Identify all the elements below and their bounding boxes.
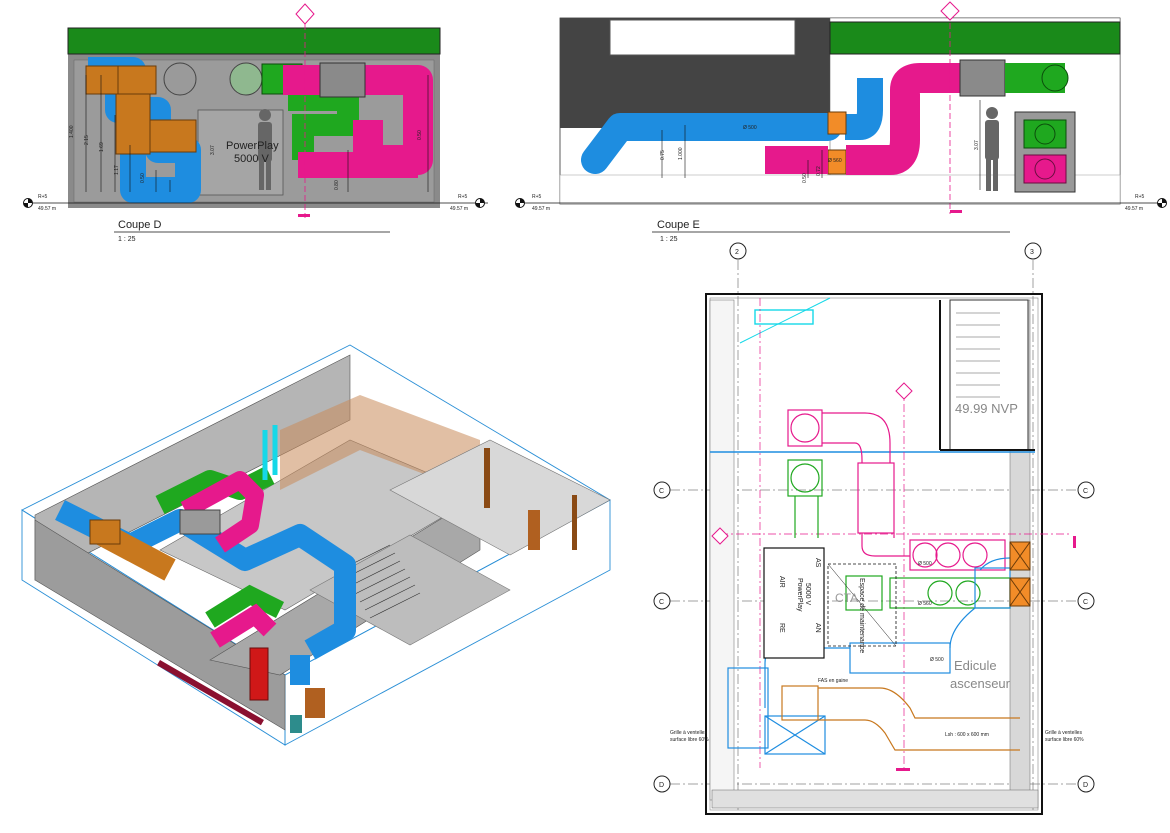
section-d-dim: 0.80 <box>334 180 340 190</box>
section-d-dim: 3.07 <box>210 145 216 155</box>
plan-cta-label: CTA <box>835 591 858 605</box>
svg-text:D: D <box>659 782 664 789</box>
plan-maintenance-label: Espace de maintenance <box>858 578 865 653</box>
plan-unit-as: AS <box>814 558 821 568</box>
plan-damper <box>1009 577 1031 607</box>
plan-grille-label: Grille à ventelles <box>670 730 707 736</box>
section-d-level-value: 49.57 m <box>38 206 56 212</box>
plan-grille-label: surface libre 60% <box>670 737 709 743</box>
plan-grille-label: surface libre 60% <box>1045 737 1084 743</box>
plan-rect-duct-label: Lsh : 600 x 600 mm <box>945 732 989 738</box>
plan-lift-label: ascenseur <box>950 676 1011 691</box>
section-d-silencer <box>319 62 366 98</box>
plan-duct-label: Ø 500 <box>918 561 932 567</box>
plan-cut-marker-icon <box>711 527 729 545</box>
section-e-level-value: 49.57 m <box>1125 206 1143 212</box>
section-d-unit-model: 5000 V <box>234 153 270 165</box>
svg-text:D: D <box>1083 782 1088 789</box>
plan-ahu-unit <box>763 547 825 659</box>
grid-bubble-c-left: C <box>653 592 671 610</box>
plan-unit-model: 5000 V <box>804 583 811 606</box>
plan-lift-label: Edicule <box>954 658 997 673</box>
section-d-level-value: 49.57 m <box>450 206 468 212</box>
isometric-supply-duct <box>180 471 264 553</box>
grid-bubble-c-right-top: C <box>1077 481 1095 499</box>
section-e-damper <box>827 111 847 135</box>
section-e-dim: 1.000 <box>678 147 684 160</box>
floor-plan-panel: 2 3 C C C C D D <box>650 238 1170 828</box>
plan-grille-label: Grille à ventelles <box>1045 730 1082 736</box>
section-e-title: Coupe E <box>657 219 700 231</box>
plan-unit-name: PowerPlay <box>796 578 803 612</box>
section-d-scale: 1 : 25 <box>118 236 136 243</box>
plan-duct-label: Ø 500 <box>930 657 944 663</box>
svg-text:C: C <box>659 599 664 606</box>
isometric-drawing <box>21 344 611 746</box>
section-d-panel: PowerPlay 5000 V 1.400 2.15 1.69 1.17 0.… <box>18 0 498 250</box>
section-e-exhaust-duct <box>581 113 842 174</box>
plan-fan-label: FAS en gaine <box>818 678 848 684</box>
floor-plan-drawing: 2 3 C C C C D D <box>653 242 1095 818</box>
plan-outdoor-duct <box>787 459 1011 611</box>
section-d-person-icon <box>258 109 272 190</box>
section-d-title: Coupe D <box>118 219 161 231</box>
section-e-roof <box>829 21 1121 55</box>
isometric-cyan-riser <box>262 425 278 480</box>
section-d-dim: 0.50 <box>140 173 146 183</box>
isometric-view-panel <box>10 330 620 760</box>
section-d-dim: 2.15 <box>84 135 90 145</box>
section-d-extract-duct <box>85 65 119 95</box>
grid-bubble-2 <box>729 242 747 260</box>
plan-unit-an: AN <box>814 623 821 633</box>
plan-duct-label: Ø 560 <box>918 601 932 607</box>
plan-supply-duct <box>787 409 1006 571</box>
plan-outer-wall <box>705 293 1043 815</box>
svg-text:C: C <box>1083 488 1088 495</box>
grid-bubble-d-left: D <box>653 775 671 793</box>
isometric-electrical-cabinet <box>249 647 269 701</box>
plan-damper <box>1009 541 1031 571</box>
section-e-duct-label: Ø 500 <box>743 125 757 131</box>
section-e-level-name: R+5 <box>1135 194 1145 200</box>
plan-cut-marker-icon <box>895 382 913 400</box>
section-d-level-name: R+5 <box>38 194 48 200</box>
grid-bubble-3 <box>1024 242 1042 260</box>
section-d-dim: 1.400 <box>69 125 75 138</box>
section-e-dim: 0.50 <box>802 173 808 183</box>
section-e-dim: 0.72 <box>816 166 822 176</box>
grid-bubble-d-right: D <box>1077 775 1095 793</box>
plan-unit-air: AIR <box>778 576 785 588</box>
plan-unit-re: RE <box>778 623 785 633</box>
section-e-dim: 0.75 <box>660 150 666 160</box>
section-d-level-name: R+5 <box>458 194 468 200</box>
section-e-duct-label: Ø 560 <box>828 158 842 164</box>
section-e-cut-marker-icon <box>940 1 960 21</box>
section-e-level-name: R+5 <box>532 194 542 200</box>
section-e-dim: 3.07 <box>974 140 980 150</box>
section-e-level-value: 49.57 m <box>532 206 550 212</box>
section-d-dim: 0.50 <box>417 130 423 140</box>
section-d-roof <box>67 27 441 55</box>
section-d-unit-label: PowerPlay <box>226 140 279 152</box>
grid-bubble-c-left-top: C <box>653 481 671 499</box>
section-e-person-icon <box>985 107 999 191</box>
grid-bubble-c-right: C <box>1077 592 1095 610</box>
section-d-drawing: PowerPlay 5000 V 1.400 2.15 1.69 1.17 0.… <box>23 3 488 243</box>
section-e-scale: 1 : 25 <box>660 236 678 243</box>
section-d-cut-marker-icon <box>295 3 315 25</box>
plan-extract-duct <box>781 685 1020 751</box>
plan-level-label: 49.99 NVP <box>955 401 1018 416</box>
grid-label: 3 <box>1030 249 1034 256</box>
svg-text:C: C <box>1083 599 1088 606</box>
section-d-dim: 1.69 <box>99 142 105 152</box>
plan-staircase <box>949 299 1029 451</box>
plan-cyan-grille <box>754 309 814 325</box>
section-e-drawing: Ø 500 Ø 560 0.75 1.000 0.50 0.72 3.07 R+… <box>515 1 1167 243</box>
section-d-dim: 1.17 <box>114 165 120 175</box>
section-e-silencer <box>959 59 1006 97</box>
section-e-panel: Ø 500 Ø 560 0.75 1.000 0.50 0.72 3.07 R+… <box>510 0 1170 250</box>
svg-text:C: C <box>659 488 664 495</box>
grid-label: 2 <box>735 249 739 256</box>
